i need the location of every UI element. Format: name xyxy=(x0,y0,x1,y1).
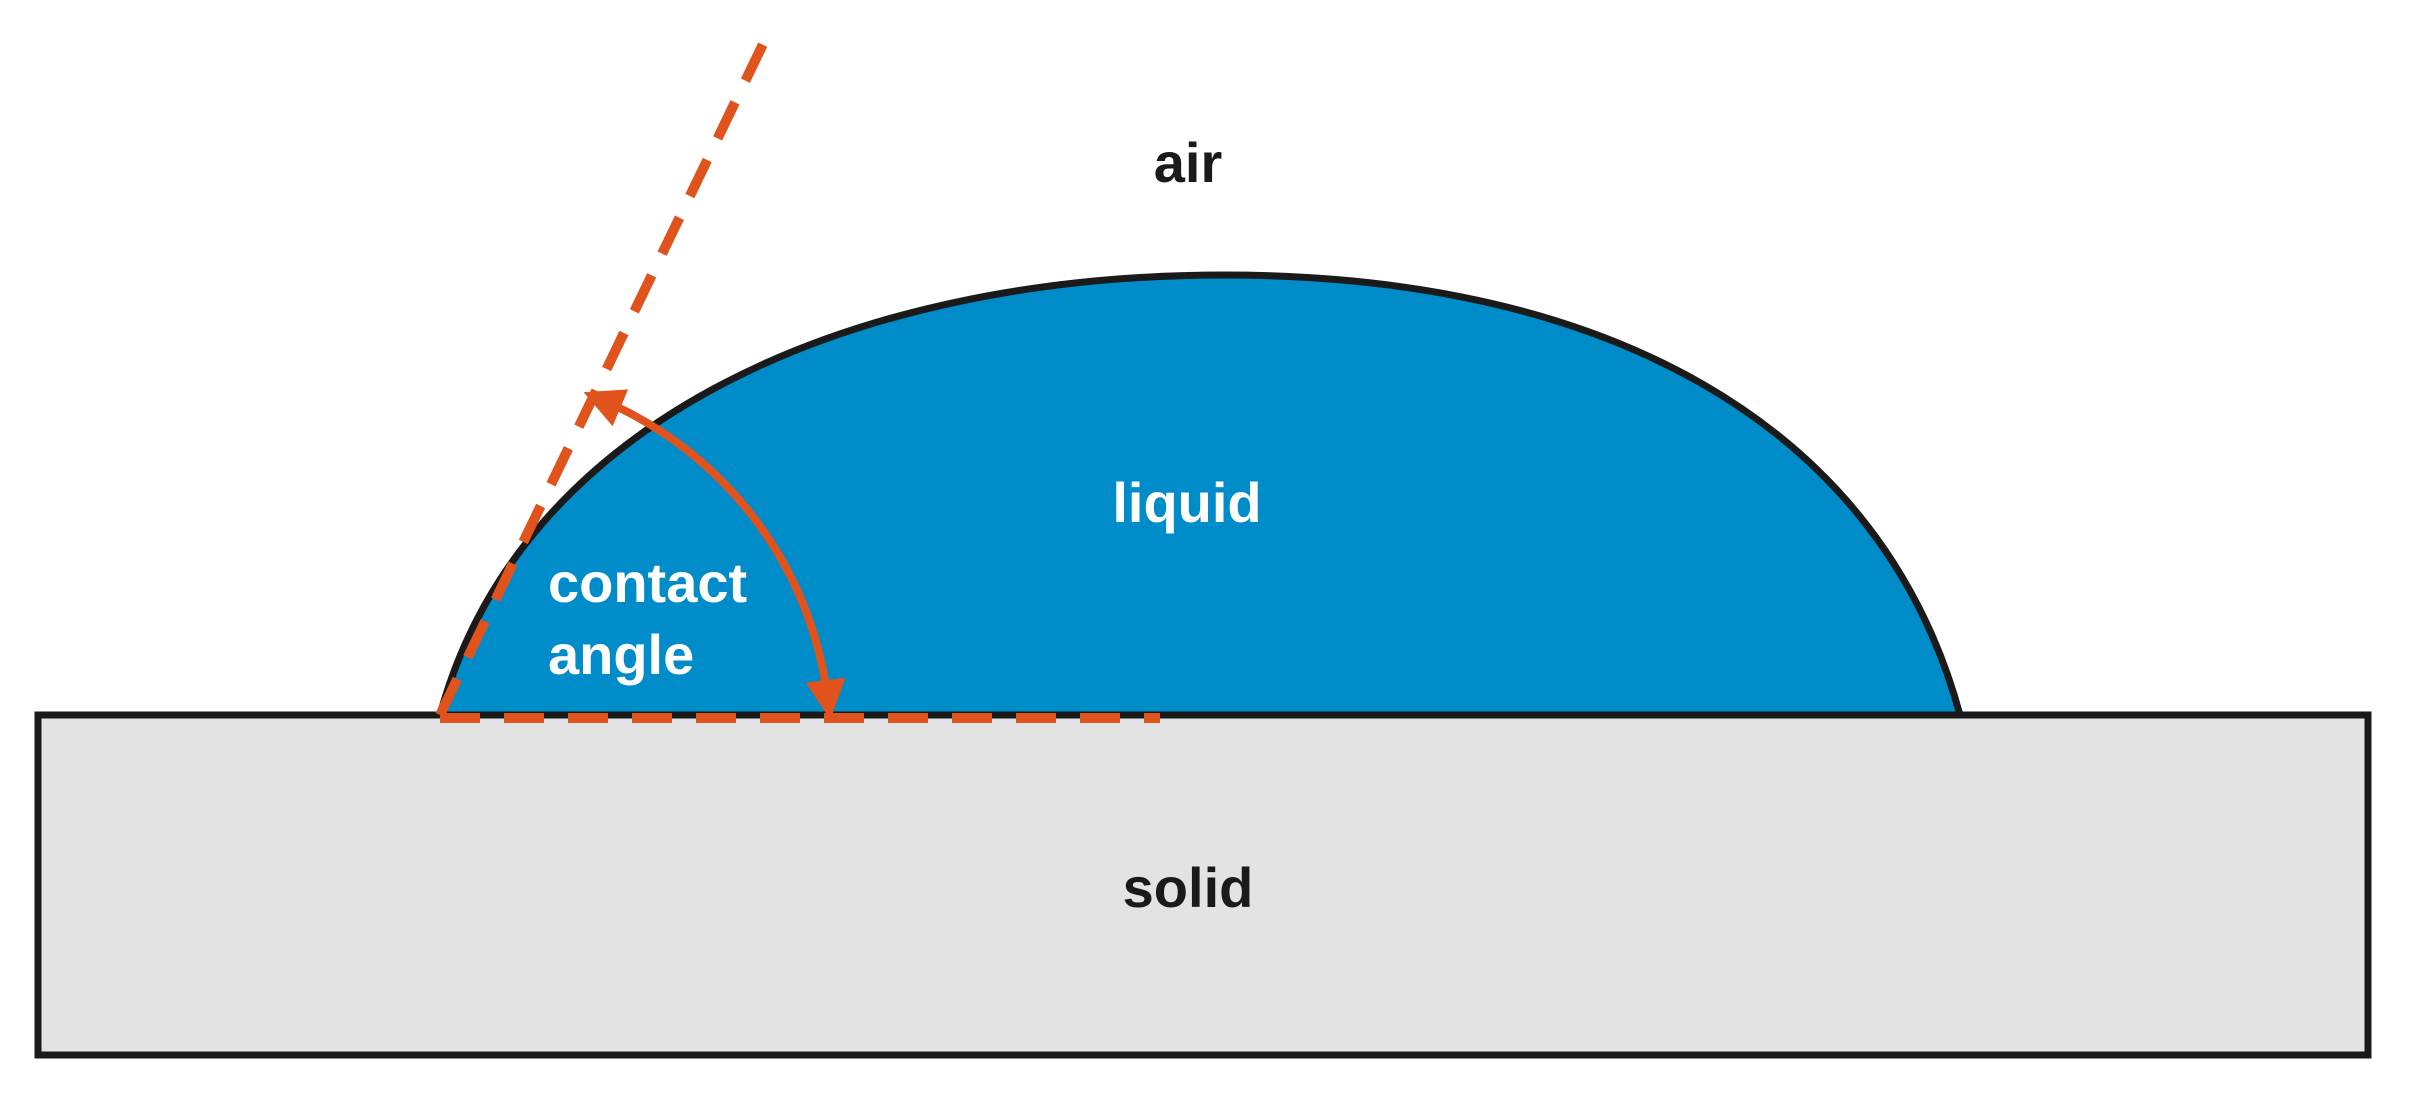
solid-label: solid xyxy=(1123,856,1254,919)
contact-angle-label-line2: angle xyxy=(548,623,694,686)
air-label: air xyxy=(1154,131,1223,194)
contact-angle-arc xyxy=(583,389,846,720)
liquid-label: liquid xyxy=(1112,471,1261,534)
solid-substrate xyxy=(34,711,2372,1059)
contact-angle-label-line1: contact xyxy=(548,551,747,614)
